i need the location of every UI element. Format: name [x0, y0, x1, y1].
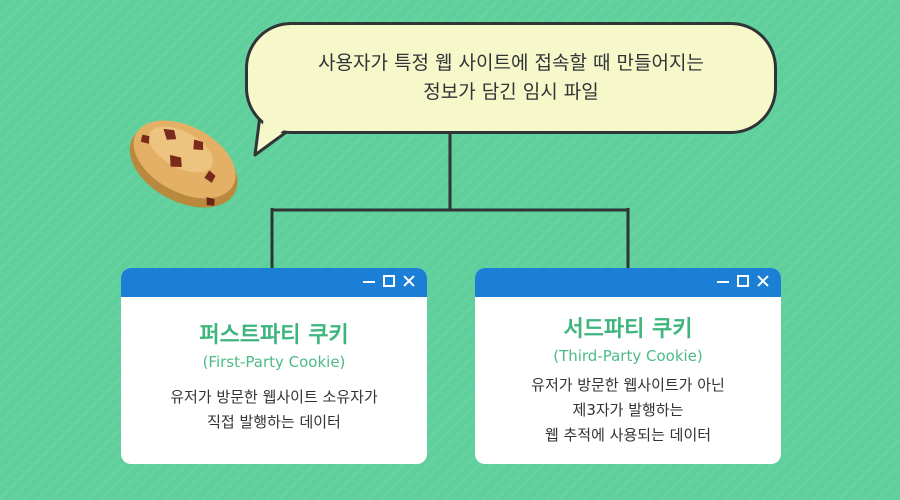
card-description: 유저가 방문한 웹사이트 소유자가 직접 발행하는 데이터 [121, 385, 427, 435]
third-party-cookie-window: 서드파티 쿠키 (Third-Party Cookie) 유저가 방문한 웹사이… [475, 268, 781, 464]
close-icon[interactable] [403, 275, 415, 287]
description-line: 제3자가 발행하는 [572, 401, 684, 419]
window-title-bar [121, 268, 427, 297]
cookie-icon [129, 120, 238, 208]
first-party-cookie-window: 퍼스트파티 쿠키 (First-Party Cookie) 유저가 방문한 웹사… [121, 268, 427, 464]
window-title-bar [475, 268, 781, 297]
card-subtitle: (Third-Party Cookie) [553, 347, 703, 365]
description-line: 직접 발행하는 데이터 [207, 413, 341, 431]
minimize-icon[interactable] [363, 275, 375, 287]
close-icon[interactable] [757, 275, 769, 287]
description-line: 웹 추적에 사용되는 데이터 [544, 426, 712, 444]
description-line: 유저가 방문한 웹사이트 소유자가 [170, 388, 378, 406]
definition-speech-bubble: 사용자가 특정 웹 사이트에 접속할 때 만들어지는 정보가 담긴 임시 파일 [245, 22, 777, 134]
maximize-icon[interactable] [737, 275, 749, 287]
maximize-icon[interactable] [383, 275, 395, 287]
card-title: 퍼스트파티 쿠키 [199, 323, 349, 348]
minimize-icon[interactable] [717, 275, 729, 287]
card-description: 유저가 방문한 웹사이트가 아닌 제3자가 발행하는 웹 추적에 사용되는 데이… [475, 373, 781, 448]
bubble-line-1: 사용자가 특정 웹 사이트에 접속할 때 만들어지는 [318, 52, 704, 74]
card-subtitle: (First-Party Cookie) [202, 353, 346, 371]
description-line: 유저가 방문한 웹사이트가 아닌 [531, 376, 725, 394]
bubble-line-2: 정보가 담긴 임시 파일 [423, 81, 599, 103]
card-title: 서드파티 쿠키 [563, 317, 693, 342]
